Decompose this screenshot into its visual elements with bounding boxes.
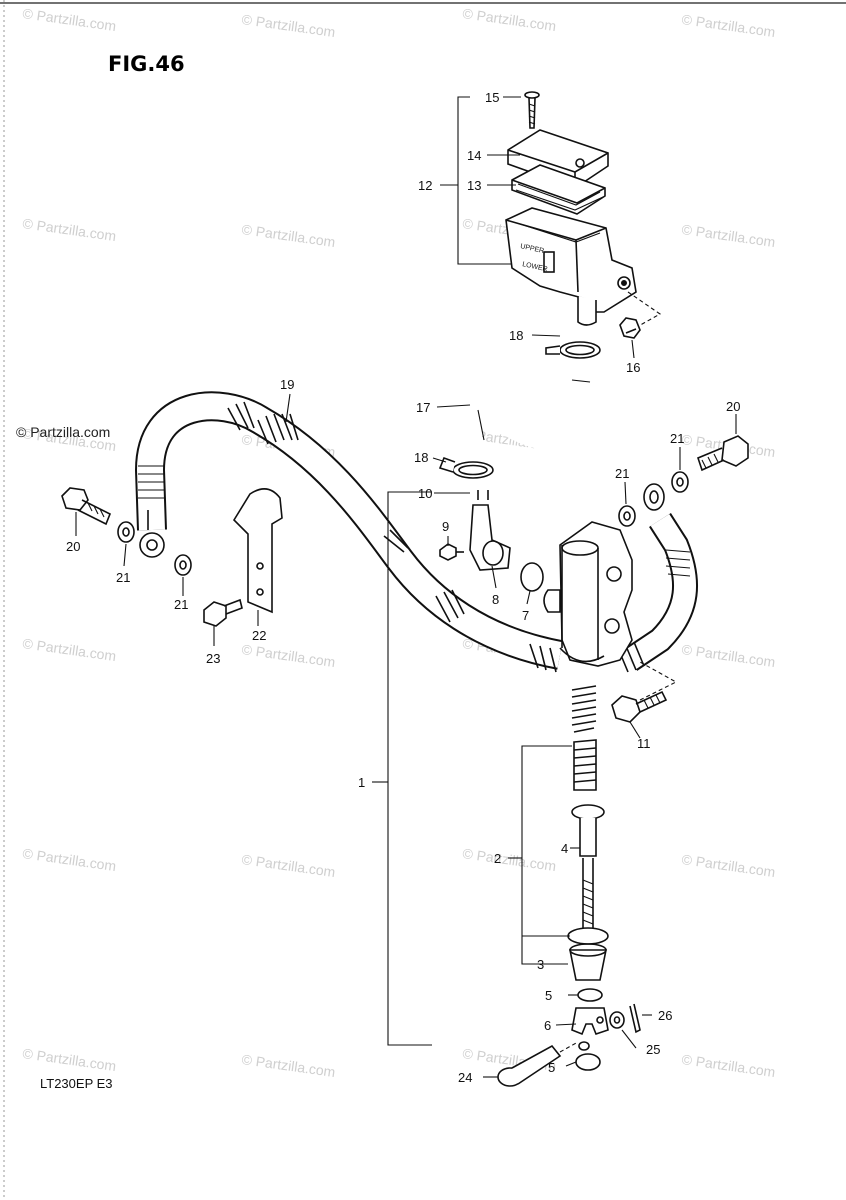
reservoir-cap	[507, 129, 609, 189]
union-bolt-right	[697, 414, 749, 472]
master-cylinder-body	[543, 521, 633, 667]
watermark-text: © Partzilla.com	[241, 11, 337, 40]
callout-22: 22	[252, 628, 266, 643]
piston	[573, 739, 597, 791]
clevis-pin	[497, 1041, 579, 1087]
figure-title: FIG.46	[108, 52, 185, 76]
spring	[571, 685, 597, 733]
watermark-text: © Partzilla.com	[462, 845, 558, 874]
brake-hose-long	[134, 391, 563, 673]
callout-24: 24	[458, 1070, 472, 1085]
callout-6: 6	[544, 1018, 551, 1033]
callout-3: 3	[537, 957, 544, 972]
watermark-text: © Partzilla.com	[241, 851, 337, 880]
callout-18-upper: 18	[509, 328, 523, 343]
group-1-bracket	[387, 491, 432, 1046]
push-rod-assembly	[567, 804, 609, 981]
watermark-text: © Partzilla.com	[681, 11, 777, 40]
watermark-text: © Partzilla.com	[241, 1051, 337, 1080]
callout-7: 7	[522, 608, 529, 623]
watermark-text: © Partzilla.com	[241, 221, 337, 250]
reservoir-body: UPPER LOWER	[505, 207, 637, 326]
reservoir-mount-bolt	[619, 317, 641, 359]
callout-26: 26	[658, 1008, 672, 1023]
callout-14: 14	[467, 148, 481, 163]
callout-18-lower: 18	[414, 450, 428, 465]
callout-12: 12	[418, 178, 432, 193]
callout-1: 1	[358, 775, 365, 790]
inlet-fitting	[469, 490, 511, 571]
watermark-text: © Partzilla.com	[22, 5, 118, 34]
o-ring	[520, 562, 544, 592]
reservoir-group-bracket	[457, 96, 512, 265]
union-bolt-left	[61, 487, 112, 536]
watermark-text: © Partzilla.com	[681, 1051, 777, 1080]
callout-19: 19	[280, 377, 294, 392]
clamp-bolt	[203, 598, 243, 646]
watermark-text: © Partzilla.com	[22, 1045, 118, 1074]
callout-9: 9	[442, 519, 449, 534]
callout-13: 13	[467, 178, 481, 193]
watermark-text: © Partzilla.com	[241, 641, 337, 670]
hose-clamp-bracket	[232, 488, 283, 626]
callout-5-lower: 5	[548, 1060, 555, 1075]
hose-clamp-upper	[545, 341, 601, 359]
clevis	[571, 1007, 609, 1036]
callout-15: 15	[485, 90, 499, 105]
callout-21-right-b: 21	[615, 466, 629, 481]
watermark-text: © Partzilla.com	[681, 221, 777, 250]
watermark-text: © Partzilla.com	[681, 851, 777, 880]
callout-4: 4	[561, 841, 568, 856]
reservoir-diaphragm	[511, 164, 606, 215]
reservoir-assembly: UPPER LOWER	[440, 91, 662, 329]
watermark-text: © Partzilla.com	[22, 635, 118, 664]
watermark-text: © Partzilla.com	[681, 641, 777, 670]
callout-21-left-a: 21	[116, 570, 130, 585]
callout-21-left-b: 21	[174, 597, 188, 612]
washer-left-a	[117, 521, 135, 543]
callout-11: 11	[637, 736, 651, 751]
model-code: LT230EP E3	[40, 1076, 113, 1091]
callout-labels: 1 2 3 4 5 5 6 7 8 9 10 11 12 13 14 15 16…	[66, 90, 740, 1085]
callout-5-upper: 5	[545, 988, 552, 1003]
lock-nut-lower	[575, 1053, 601, 1071]
watermark-text-dark: © Partzilla.com	[16, 424, 110, 440]
hose-clamp-lower	[438, 456, 494, 479]
cotter-pin	[629, 1003, 641, 1034]
washer-right-b	[618, 505, 636, 527]
callout-2: 2	[494, 851, 501, 866]
watermark-text: © Partzilla.com	[462, 5, 558, 34]
washer-left-b	[174, 554, 192, 576]
callout-10: 10	[418, 486, 432, 501]
callout-23: 23	[206, 651, 220, 666]
reservoir-cap-screw	[524, 91, 540, 129]
watermark-text: © Partzilla.com	[22, 215, 118, 244]
fitting-screw	[439, 543, 464, 561]
callout-8: 8	[492, 592, 499, 607]
clevis-washer	[578, 1041, 590, 1051]
watermark-text: © Partzilla.com	[22, 845, 118, 874]
callout-20-left: 20	[66, 539, 80, 554]
lock-nut-upper	[577, 988, 603, 1002]
callout-21-right-a: 21	[670, 431, 684, 446]
reservoir-upper-mark: UPPER	[520, 243, 545, 255]
callout-16: 16	[626, 360, 640, 375]
washer-pin	[609, 1011, 625, 1029]
callout-20-right: 20	[726, 399, 740, 414]
reservoir-hose	[458, 347, 606, 468]
callout-17: 17	[416, 400, 430, 415]
washer-right-a	[671, 471, 689, 493]
brake-hose-short	[617, 483, 698, 673]
cylinder-mount-bolt	[611, 661, 678, 739]
callout-25: 25	[646, 1042, 660, 1057]
group-2-bracket	[521, 745, 572, 965]
